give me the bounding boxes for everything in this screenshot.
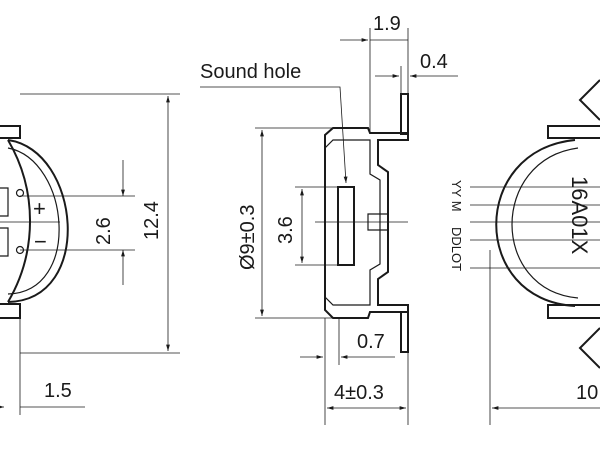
left-pad-top	[0, 187, 9, 217]
right-top-tab	[547, 125, 600, 139]
middle-view: Sound hole 1.9 0.4 Ø9±0.3 3.6 0.7	[200, 13, 458, 425]
left-top-tab	[0, 125, 21, 139]
right-bottom-tab	[547, 304, 600, 319]
dim-07-label: 0.7	[357, 331, 385, 353]
terminal-top	[400, 93, 409, 135]
marking-ym: YY M	[449, 180, 464, 212]
dim-124-label: 12.4	[141, 201, 163, 240]
dim-36-label: 3.6	[275, 216, 297, 244]
dim-10-label: 10	[576, 382, 598, 404]
terminal-bottom	[400, 311, 409, 353]
left-bottom-tab	[0, 303, 21, 319]
sound-hole-slot	[337, 186, 355, 266]
marking-dd: DDLOT	[449, 227, 464, 271]
part-code: 16A01X	[567, 176, 592, 255]
right-terminal-bottom	[578, 327, 600, 369]
plus-sign: +	[33, 196, 46, 221]
dim-04-label: 0.4	[420, 51, 448, 73]
left-outer-arc	[7, 139, 31, 303]
dim-26-label: 2.6	[93, 217, 115, 245]
dim-15-label: 1.5	[44, 380, 72, 402]
sound-hole-label: Sound hole	[200, 61, 301, 83]
right-terminal-top	[578, 79, 600, 121]
dim-diam-label: Ø9±0.3	[237, 205, 259, 270]
right-view: YY M DDLOT 16A01X 10	[449, 79, 600, 425]
left-housing-arc	[7, 139, 69, 303]
left-pad-hole-top	[15, 188, 25, 198]
minus-sign: −	[34, 229, 47, 254]
dim-4-label: 4±0.3	[334, 382, 384, 404]
right-outer-arc	[495, 139, 576, 307]
left-inner-arc	[7, 147, 60, 295]
sound-hole-leader	[200, 86, 348, 184]
left-pad-bottom	[0, 227, 9, 257]
cavity-outline	[324, 139, 381, 306]
right-inner-arc	[511, 147, 579, 299]
dim-19-label: 1.9	[373, 13, 401, 35]
left-view: + − 2.6 12.4 1.5	[0, 93, 180, 415]
